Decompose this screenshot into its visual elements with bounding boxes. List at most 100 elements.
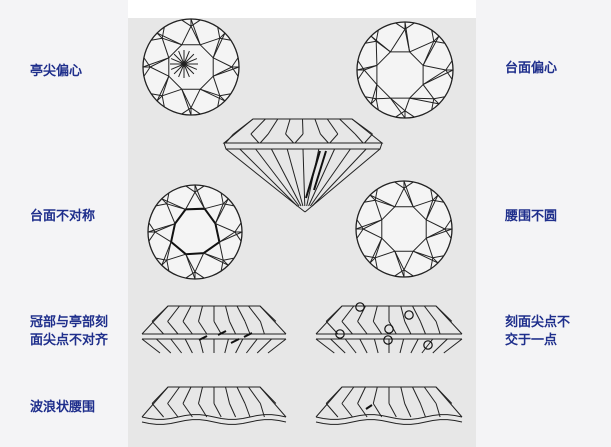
upper-girdle-edge xyxy=(166,260,170,272)
kite-facet-edge xyxy=(422,35,440,66)
pavilion-facet-edge xyxy=(267,338,287,354)
kite-facet-edge xyxy=(412,250,439,264)
upper-girdle-edge xyxy=(404,110,415,118)
pavilion-facet-edge xyxy=(286,148,304,207)
star-facet-edge xyxy=(425,219,446,230)
upper-girdle-edge xyxy=(194,271,205,279)
crown-facet-edge xyxy=(435,386,453,404)
kite-facet-edge xyxy=(203,252,229,266)
star-facet-edge xyxy=(390,97,406,112)
crown-facet-edge xyxy=(267,118,279,135)
upper-girdle-edge xyxy=(403,269,414,277)
crown-facet-edge xyxy=(325,305,343,322)
upper-girdle-edge xyxy=(395,110,406,118)
crown-facet-edge xyxy=(151,386,169,404)
pavilion-facet-edge xyxy=(224,338,229,354)
crown-facet-edge xyxy=(364,133,373,144)
upper-girdle-edge xyxy=(374,257,378,269)
crown-facet-edge xyxy=(357,403,368,418)
crown-facet-edge xyxy=(354,133,364,144)
upper-girdle-edge xyxy=(365,40,377,44)
kite-facet-edge xyxy=(161,198,186,210)
culet-line xyxy=(183,53,195,65)
diamond-side-view-wavy-girdle-right xyxy=(315,386,463,425)
facet-point-marker xyxy=(335,329,345,339)
pavilion-facet-edge xyxy=(170,338,182,354)
upper-girdle-edge xyxy=(185,271,196,279)
crown-facet-edge xyxy=(404,321,412,335)
culet-line xyxy=(173,53,185,65)
diamond-top-view-table-asymmetric xyxy=(147,184,243,280)
kite-facet-edge xyxy=(213,66,240,77)
crown-facet-edge xyxy=(244,403,251,418)
kite-facet-edge xyxy=(425,194,439,221)
kite-facet-edge xyxy=(181,89,192,116)
crown-facet-edge xyxy=(259,386,277,404)
crown-facet-edge xyxy=(351,118,373,135)
pavilion-facet-edge xyxy=(199,338,204,354)
upper-girdle-edge xyxy=(181,19,192,27)
pavilion-facet-edge xyxy=(410,338,419,354)
pavilion-facet-edge xyxy=(344,338,357,354)
star-facet-edge xyxy=(194,252,205,273)
star-facet-edge xyxy=(376,97,391,100)
upper-girdle-edge xyxy=(403,181,414,189)
kite-facet-edge xyxy=(156,75,170,102)
culet-line xyxy=(183,50,190,65)
crown-facet-edge xyxy=(419,321,426,335)
crown-facet-edge xyxy=(198,321,208,335)
pavilion-facet-edge xyxy=(255,148,300,207)
upper-girdle-edge xyxy=(219,93,231,97)
label-wavy-girdle: 波浪状腰围 xyxy=(30,400,96,415)
upper-girdle-edge xyxy=(357,69,365,80)
label-girdle-not-round: 腰围不圆 xyxy=(505,209,558,224)
culet-line xyxy=(183,63,198,70)
crown-facet-edge xyxy=(285,118,291,135)
pavilion-facet-edge xyxy=(141,338,161,354)
upper-girdle-edge xyxy=(151,37,163,41)
star-facet-edge xyxy=(422,84,435,100)
star-facet-edge xyxy=(404,97,411,111)
diamond-side-view-wavy-girdle-left xyxy=(141,386,287,425)
crown-facet-edge xyxy=(412,305,421,322)
upper-girdle-edge xyxy=(231,57,239,68)
upper-girdle-edge xyxy=(217,95,221,107)
star-facet-edge xyxy=(162,88,182,97)
kite-facet-edge xyxy=(156,32,183,46)
crown-facet-edge xyxy=(372,403,383,418)
upper-girdle-edge xyxy=(356,219,364,230)
facet-point-marker xyxy=(383,335,393,345)
crown-facet-edge xyxy=(423,386,437,404)
star-facet-edge xyxy=(166,253,186,261)
crown-facet-edge xyxy=(198,403,208,418)
kite-facet-edge xyxy=(142,57,169,68)
upper-girdle-edge xyxy=(375,98,379,110)
crown-facet-edge xyxy=(236,305,246,322)
upper-girdle-edge xyxy=(155,203,167,207)
diamond-top-view-table-off-center xyxy=(356,21,454,119)
crown-facet-edge xyxy=(325,403,339,418)
upper-girdle-edge xyxy=(219,37,231,41)
crown-facet-edge xyxy=(412,386,421,404)
star-facet-edge xyxy=(374,200,383,220)
pavilion-facet-edge xyxy=(246,338,258,354)
upper-girdle-edge xyxy=(223,257,235,261)
girdle-lower-line xyxy=(141,419,287,425)
pavilion-facet-edge xyxy=(359,338,368,354)
culet-line xyxy=(178,63,185,78)
crown-facet-edge xyxy=(250,133,260,144)
crown-facet-edge xyxy=(167,403,179,418)
upper-girdle-edge xyxy=(151,93,163,97)
kite-facet-edge xyxy=(356,64,378,71)
upper-girdle-edge xyxy=(444,219,452,230)
girdle-line xyxy=(141,414,287,420)
right-margin xyxy=(476,0,611,447)
crown-facet-edge xyxy=(167,305,180,322)
kite-facet-edge xyxy=(394,251,405,278)
upper-girdle-edge xyxy=(432,199,444,203)
upper-girdle-edge xyxy=(161,95,165,107)
kite-facet-edge xyxy=(370,84,378,105)
star-facet-edge xyxy=(403,250,414,271)
pavilion-facet-edge xyxy=(373,338,379,354)
crown-facet-edge xyxy=(341,321,353,335)
